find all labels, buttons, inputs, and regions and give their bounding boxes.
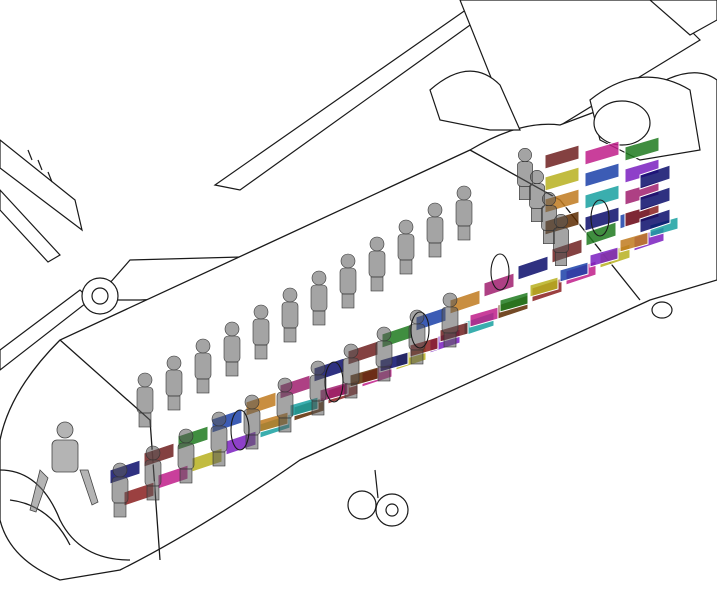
- occupant: [426, 202, 444, 258]
- occupant: [281, 287, 299, 343]
- seat-panel: [499, 291, 529, 313]
- occupant: [397, 219, 415, 275]
- occupant: [111, 462, 129, 518]
- seat-panel: [584, 140, 620, 166]
- landing-gear: [347, 301, 673, 527]
- occupant: [144, 445, 162, 501]
- seat-panel: [619, 231, 649, 253]
- seat-panel: [469, 306, 499, 328]
- seat-panel: [517, 255, 549, 281]
- occupant: [408, 309, 426, 365]
- occupant: [541, 192, 557, 244]
- seat-panel: [624, 136, 660, 162]
- occupant: [177, 428, 195, 484]
- cabin-windows: [230, 199, 610, 451]
- occupant: [194, 338, 212, 394]
- rear-rotor-blades: [213, 0, 717, 191]
- seat-panel: [559, 261, 589, 283]
- seat-panel: [584, 162, 620, 188]
- occupant: [210, 411, 228, 467]
- seat-panel: [483, 272, 515, 298]
- pilot-figure: [29, 421, 99, 513]
- occupant: [441, 292, 459, 348]
- occupant: [368, 236, 386, 292]
- occupant: [136, 372, 154, 428]
- occupant: [339, 253, 357, 309]
- seat-panel: [584, 184, 620, 210]
- seat-panel: [589, 246, 619, 268]
- occupant: [455, 185, 473, 241]
- seat-panel: [544, 166, 580, 192]
- occupant-figures: [111, 148, 569, 518]
- seat-panel: [639, 186, 671, 212]
- engine-nacelles: [429, 70, 701, 161]
- occupant: [223, 321, 241, 377]
- occupant: [309, 360, 327, 416]
- seat-panel: [639, 164, 671, 190]
- occupant: [252, 304, 270, 360]
- occupant: [517, 148, 533, 200]
- seat-panel: [544, 144, 580, 170]
- seat-panel: [529, 276, 559, 298]
- occupant: [243, 394, 261, 450]
- occupant: [375, 326, 393, 382]
- occupant: [310, 270, 328, 326]
- occupant: [342, 343, 360, 399]
- occupant: [276, 377, 294, 433]
- occupant: [553, 214, 569, 266]
- seat-panel: [639, 208, 671, 234]
- occupant: [165, 355, 183, 411]
